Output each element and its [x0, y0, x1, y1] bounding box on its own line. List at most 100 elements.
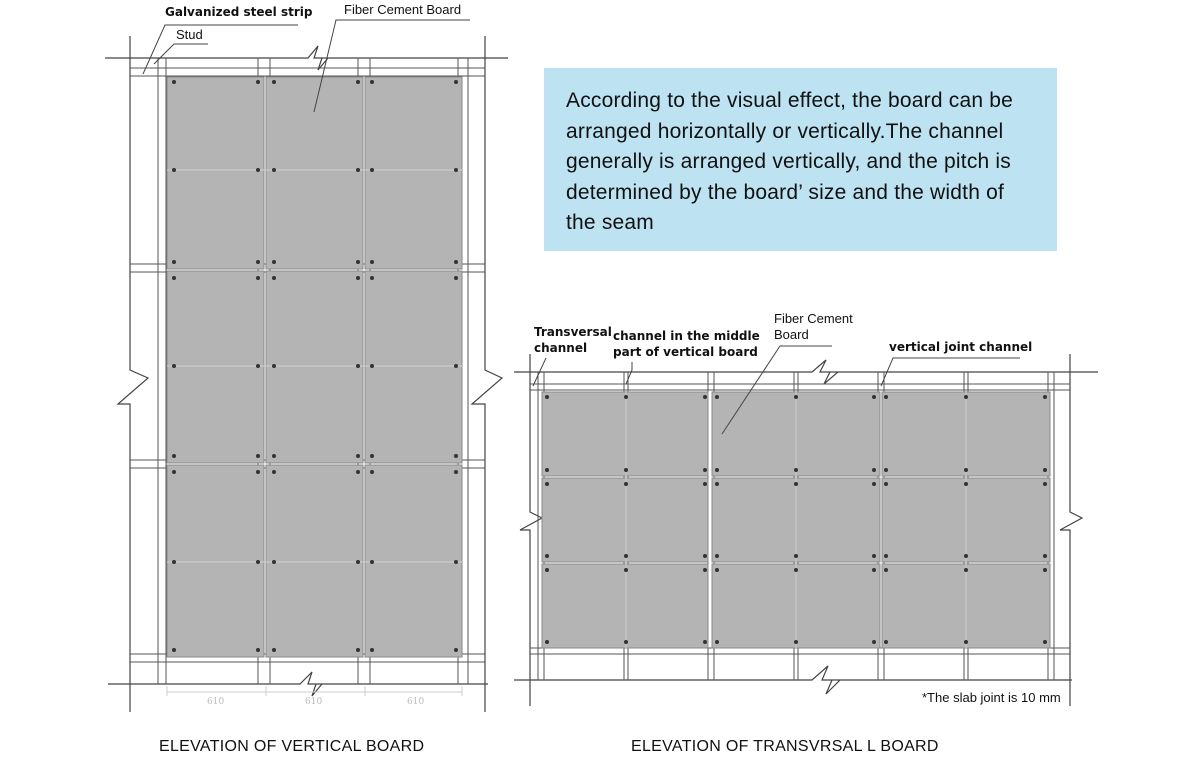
screw [545, 568, 549, 572]
screw [172, 80, 176, 84]
dimension-label: 610 [305, 697, 323, 707]
screw [964, 640, 968, 644]
screw [1043, 482, 1047, 486]
screw [454, 168, 458, 172]
screw [272, 648, 276, 652]
screw [356, 648, 360, 652]
screw [884, 482, 888, 486]
screw [272, 560, 276, 564]
screw [545, 482, 549, 486]
screw [356, 276, 360, 280]
screw [256, 260, 260, 264]
screw [370, 168, 374, 172]
screw [356, 364, 360, 368]
label-middle-channel: channel in the middle part of vertical b… [613, 329, 760, 359]
caption-vertical-board: ELEVATION OF VERTICAL BOARD [159, 738, 425, 755]
screw [794, 554, 798, 558]
label-transversal-channel: Transversal channel [534, 325, 612, 355]
caption-transversal-board: ELEVATION OF TRANSVRSAL L BOARD [631, 738, 939, 755]
right-break-line-right [1059, 354, 1084, 706]
screw [884, 554, 888, 558]
screw [872, 468, 876, 472]
screw [703, 554, 707, 558]
screw [272, 364, 276, 368]
screw [884, 395, 888, 399]
right-break-line [470, 36, 504, 712]
screw [884, 568, 888, 572]
screw [872, 568, 876, 572]
screw [172, 276, 176, 280]
screw [272, 80, 276, 84]
screw [272, 168, 276, 172]
screw [1043, 640, 1047, 644]
screw [172, 560, 176, 564]
screw [370, 276, 374, 280]
screw [545, 554, 549, 558]
top-break-line-right [514, 359, 1098, 385]
screws [172, 80, 458, 652]
screw [624, 482, 628, 486]
screw [370, 454, 374, 458]
label-fiber-cement-board-vertical: Fiber Cement Board [344, 2, 462, 17]
screw [545, 640, 549, 644]
screw [356, 168, 360, 172]
screw [703, 640, 707, 644]
dimension-line [166, 686, 463, 696]
screw [715, 482, 719, 486]
screw [964, 568, 968, 572]
screw [964, 395, 968, 399]
middle-channel-lines-right [625, 392, 967, 648]
vertical-elevation [105, 19, 508, 712]
info-box: According to the visual effect, the boar… [544, 68, 1057, 251]
screw [454, 648, 458, 652]
label-fiber-cement-board-transversal: Fiber Cement Board [774, 311, 853, 342]
screw [624, 468, 628, 472]
screw [454, 80, 458, 84]
screw [715, 395, 719, 399]
screw [794, 640, 798, 644]
screw [872, 640, 876, 644]
screw [964, 468, 968, 472]
screw [370, 470, 374, 474]
bottom-break-line-right [514, 665, 1072, 695]
screw [272, 470, 276, 474]
screw [545, 468, 549, 472]
screw [172, 168, 176, 172]
screw [794, 568, 798, 572]
screw [172, 454, 176, 458]
screw [884, 640, 888, 644]
screw [356, 80, 360, 84]
screw [256, 364, 260, 368]
screw [370, 648, 374, 652]
screw [703, 568, 707, 572]
screw [370, 364, 374, 368]
screw [454, 470, 458, 474]
screw [872, 395, 876, 399]
screws [545, 395, 1047, 644]
screw [545, 395, 549, 399]
dimension-label: 610 [407, 697, 425, 707]
top-break-line [105, 45, 508, 71]
screw [454, 260, 458, 264]
screw [256, 168, 260, 172]
screw [794, 482, 798, 486]
screw [872, 482, 876, 486]
screw [370, 80, 374, 84]
middle-channel-lines [167, 169, 462, 563]
screw [872, 554, 876, 558]
screw [370, 560, 374, 564]
screw [1043, 554, 1047, 558]
info-text: According to the visual effect, the boar… [566, 89, 1013, 234]
fiber-cement-boards-vertical [166, 76, 463, 658]
screw [794, 395, 798, 399]
dimension-label: 610 [207, 697, 225, 707]
screw [172, 648, 176, 652]
screw [356, 470, 360, 474]
screw [272, 260, 276, 264]
screw [624, 395, 628, 399]
screw [1043, 468, 1047, 472]
screw [964, 554, 968, 558]
screw [715, 468, 719, 472]
screw [1043, 568, 1047, 572]
